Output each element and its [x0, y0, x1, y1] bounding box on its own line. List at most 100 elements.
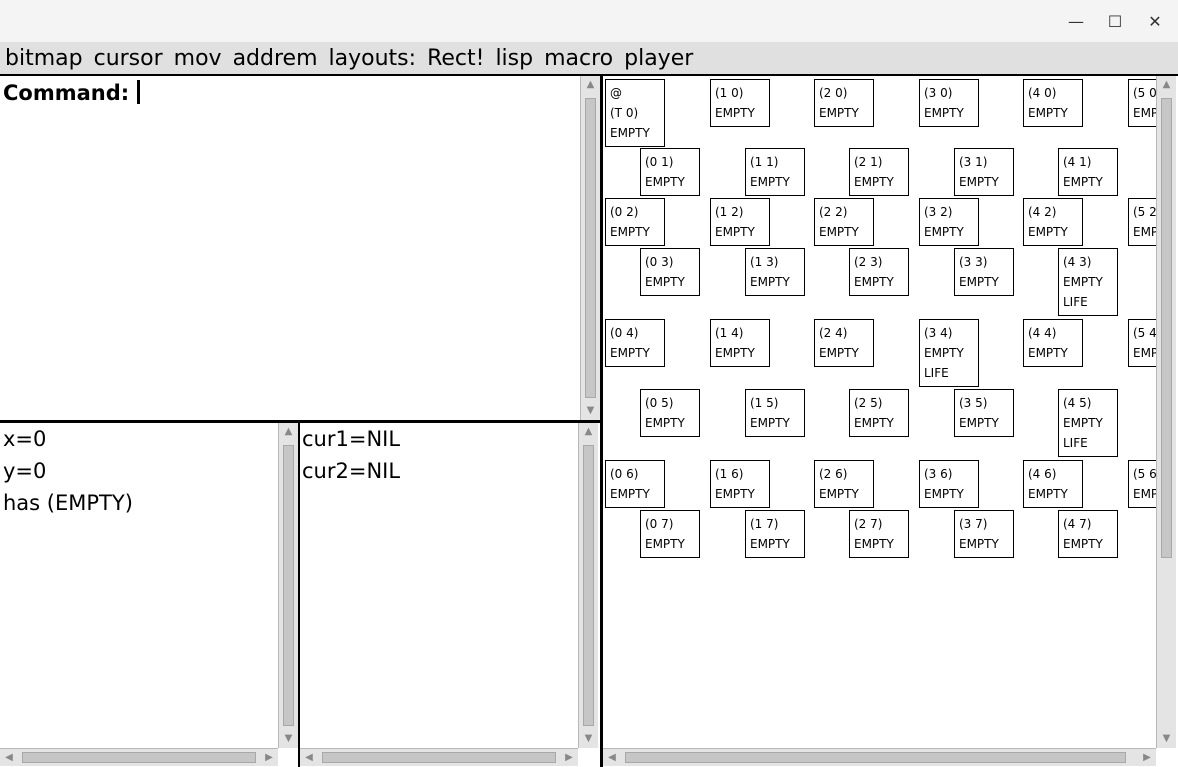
grid-cell-line: (2 0) [819, 86, 848, 100]
grid-cell[interactable]: (2 4)EMPTY [814, 319, 874, 367]
grid-cell[interactable]: (0 2)EMPTY [605, 198, 665, 246]
cursor-pane-scrollbar[interactable]: ▲ ▼ [578, 423, 598, 748]
scroll-left-icon[interactable]: ◀ [305, 752, 313, 763]
grid-cell[interactable]: (0 5)EMPTY [640, 389, 700, 437]
grid-cell[interactable]: (3 3)EMPTY [954, 248, 1014, 296]
scroll-right-icon[interactable]: ▶ [565, 752, 573, 763]
grid-cell[interactable]: (2 7)EMPTY [849, 510, 909, 558]
grid-pane-scrollbar[interactable]: ▲ ▼ [1156, 76, 1176, 748]
scroll-thumb[interactable] [583, 445, 594, 726]
grid-cell[interactable]: (5 2)EMPTY [1128, 198, 1156, 246]
grid-cell-line: EMPTY [610, 346, 650, 360]
grid-cell[interactable]: (3 1)EMPTY [954, 148, 1014, 196]
grid-cell[interactable]: (4 0)EMPTY [1023, 79, 1083, 127]
grid-cell[interactable]: (0 1)EMPTY [640, 148, 700, 196]
scroll-thumb[interactable] [283, 445, 294, 726]
grid-cell[interactable]: (5 4)EMPTY [1128, 319, 1156, 367]
scroll-thumb[interactable] [1161, 98, 1172, 558]
menu-mov[interactable]: mov [173, 46, 222, 71]
grid-cell[interactable]: (4 1)EMPTY [1058, 148, 1118, 196]
grid-cell[interactable]: (0 3)EMPTY [640, 248, 700, 296]
grid-cell[interactable]: (1 3)EMPTY [745, 248, 805, 296]
grid-cell[interactable]: (4 4)EMPTY [1023, 319, 1083, 367]
scroll-up-icon[interactable]: ▲ [1162, 79, 1171, 90]
scroll-up-icon[interactable]: ▲ [584, 426, 593, 437]
grid-cell-line: (4 6) [1028, 467, 1057, 481]
scroll-right-icon[interactable]: ▶ [1143, 752, 1151, 763]
minimize-icon[interactable]: — [1068, 11, 1084, 31]
grid-cell-line: EMPTY [645, 416, 685, 430]
grid-cell[interactable]: (2 2)EMPTY [814, 198, 874, 246]
grid-cell[interactable]: (2 0)EMPTY [814, 79, 874, 127]
menu-addrem[interactable]: addrem [232, 46, 318, 71]
grid-cell-line: EMPTY [610, 225, 650, 239]
scroll-thumb[interactable] [585, 98, 596, 398]
grid-cell[interactable]: (2 1)EMPTY [849, 148, 909, 196]
grid-cell[interactable]: (5 0)EMPTY [1128, 79, 1156, 127]
grid-cell-line: EMPTY [715, 487, 755, 501]
scroll-thumb[interactable] [322, 752, 556, 763]
grid-pane-hscrollbar[interactable]: ◀ ▶ [603, 748, 1156, 766]
grid-cell[interactable]: (3 5)EMPTY [954, 389, 1014, 437]
menu-bitmap[interactable]: bitmap [5, 46, 83, 71]
menu-layouts[interactable]: layouts: [328, 46, 417, 71]
grid-cell[interactable]: (4 2)EMPTY [1023, 198, 1083, 246]
scroll-up-icon[interactable]: ▲ [284, 426, 293, 437]
grid-cell[interactable]: (3 2)EMPTY [919, 198, 979, 246]
grid-cell[interactable]: (1 4)EMPTY [710, 319, 770, 367]
grid-cell[interactable]: (2 5)EMPTY [849, 389, 909, 437]
scroll-right-icon[interactable]: ▶ [265, 752, 273, 763]
grid-cell[interactable]: (0 4)EMPTY [605, 319, 665, 367]
scroll-down-icon[interactable]: ▼ [586, 405, 595, 416]
grid-cell[interactable]: (5 6)EMPTY [1128, 460, 1156, 508]
scroll-down-icon[interactable]: ▼ [284, 733, 293, 744]
maximize-icon[interactable]: ☐ [1107, 11, 1123, 31]
position-pane-scrollbar[interactable]: ▲ ▼ [278, 423, 298, 748]
grid-cell-line: EMPTY [645, 275, 685, 289]
scroll-up-icon[interactable]: ▲ [586, 79, 595, 90]
grid-cell[interactable]: (3 0)EMPTY [919, 79, 979, 127]
grid-cell[interactable]: (1 7)EMPTY [745, 510, 805, 558]
grid-cell-line: (2 2) [819, 205, 848, 219]
menu-macro[interactable]: macro [544, 46, 614, 71]
scroll-down-icon[interactable]: ▼ [584, 733, 593, 744]
grid-cell[interactable]: @(T 0)EMPTY [605, 79, 665, 147]
grid-cell-line: EMPTY [1063, 416, 1103, 430]
grid-cell[interactable]: (2 6)EMPTY [814, 460, 874, 508]
grid-cell[interactable]: (1 6)EMPTY [710, 460, 770, 508]
grid-cell[interactable]: (0 6)EMPTY [605, 460, 665, 508]
grid-cell-line: (5 2) [1133, 205, 1156, 219]
grid-cell[interactable]: (1 2)EMPTY [710, 198, 770, 246]
scroll-thumb[interactable] [625, 752, 1126, 763]
cursor-pane-hscrollbar[interactable]: ◀ ▶ [300, 748, 578, 766]
grid-cell[interactable]: (0 7)EMPTY [640, 510, 700, 558]
grid-cell[interactable]: (1 5)EMPTY [745, 389, 805, 437]
command-prompt[interactable]: Command: [3, 80, 141, 105]
grid-cell[interactable]: (1 0)EMPTY [710, 79, 770, 127]
grid-pane[interactable]: @(T 0)EMPTY(1 0)EMPTY(2 0)EMPTY(3 0)EMPT… [603, 76, 1156, 748]
text-cursor [137, 80, 141, 104]
scroll-left-icon[interactable]: ◀ [608, 752, 616, 763]
command-pane[interactable]: Command: [0, 76, 580, 420]
command-pane-scrollbar[interactable]: ▲ ▼ [580, 76, 600, 420]
scroll-left-icon[interactable]: ◀ [5, 752, 13, 763]
scroll-thumb[interactable] [22, 752, 256, 763]
menu-cursor[interactable]: cursor [93, 46, 163, 71]
position-pane-hscrollbar[interactable]: ◀ ▶ [0, 748, 278, 766]
menu-rect[interactable]: Rect! [427, 46, 485, 71]
cursor-pane: cur1=NIL cur2=NIL [300, 423, 578, 748]
grid-cell[interactable]: (4 7)EMPTY [1058, 510, 1118, 558]
grid-cell[interactable]: (3 7)EMPTY [954, 510, 1014, 558]
grid-cell-line: (3 1) [959, 155, 988, 169]
grid-cell[interactable]: (2 3)EMPTY [849, 248, 909, 296]
grid-cell[interactable]: (1 1)EMPTY [745, 148, 805, 196]
grid-cell[interactable]: (4 6)EMPTY [1023, 460, 1083, 508]
scroll-down-icon[interactable]: ▼ [1162, 733, 1171, 744]
menu-player[interactable]: player [624, 46, 694, 71]
grid-cell[interactable]: (3 6)EMPTY [919, 460, 979, 508]
menu-lisp[interactable]: lisp [495, 46, 534, 71]
close-icon[interactable]: ✕ [1148, 11, 1162, 31]
